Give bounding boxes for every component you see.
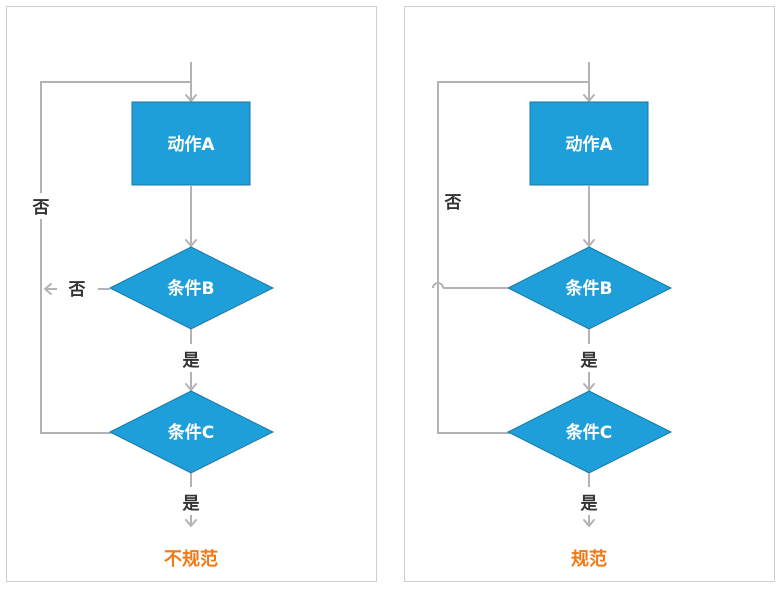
left-action-arrow (185, 94, 197, 102)
right-b-arrow (583, 239, 595, 247)
left-caption: 不规范 (164, 548, 218, 570)
right-action-label: 动作A (565, 134, 613, 155)
right-loop-line (437, 81, 589, 434)
left-b-no-label: 否 (68, 280, 86, 300)
right-c-arrow (583, 383, 595, 391)
left-action-box (131, 101, 251, 186)
left-loop-line (40, 81, 191, 434)
left-b-no-arrow (44, 283, 52, 295)
left-b-yes-label: 是 (183, 351, 200, 371)
left-condition-c-label: 条件C (167, 422, 214, 443)
left-action-label: 动作A (167, 134, 215, 155)
right-condition-b-label: 条件B (565, 278, 613, 299)
right-loop-label-bg (440, 188, 466, 214)
left-loop-no-label: 否 (32, 198, 50, 218)
right-exit-arrow (583, 519, 595, 527)
left-b-arrow (185, 239, 197, 247)
right-flowchart: 动作A 条件B 否 是 条件C 是 规范 (432, 62, 673, 570)
left-c-yes-label: 是 (183, 494, 200, 514)
right-line-hop (432, 282, 444, 289)
right-c-yes-label: 是 (581, 494, 598, 514)
right-condition-c-label: 条件C (565, 422, 612, 443)
left-condition-b-label: 条件B (167, 278, 215, 299)
left-flowchart: 动作A 条件B 否 是 条件C 否 是 不规范 (28, 62, 275, 570)
right-caption: 规范 (571, 548, 607, 570)
right-action-arrow (583, 94, 595, 102)
left-loop-label-bg (28, 193, 54, 219)
left-c-arrow (185, 383, 197, 391)
right-loop-no-label: 否 (444, 193, 462, 213)
right-action-box (529, 101, 649, 186)
left-exit-arrow (185, 519, 197, 527)
right-b-yes-label: 是 (581, 351, 598, 371)
